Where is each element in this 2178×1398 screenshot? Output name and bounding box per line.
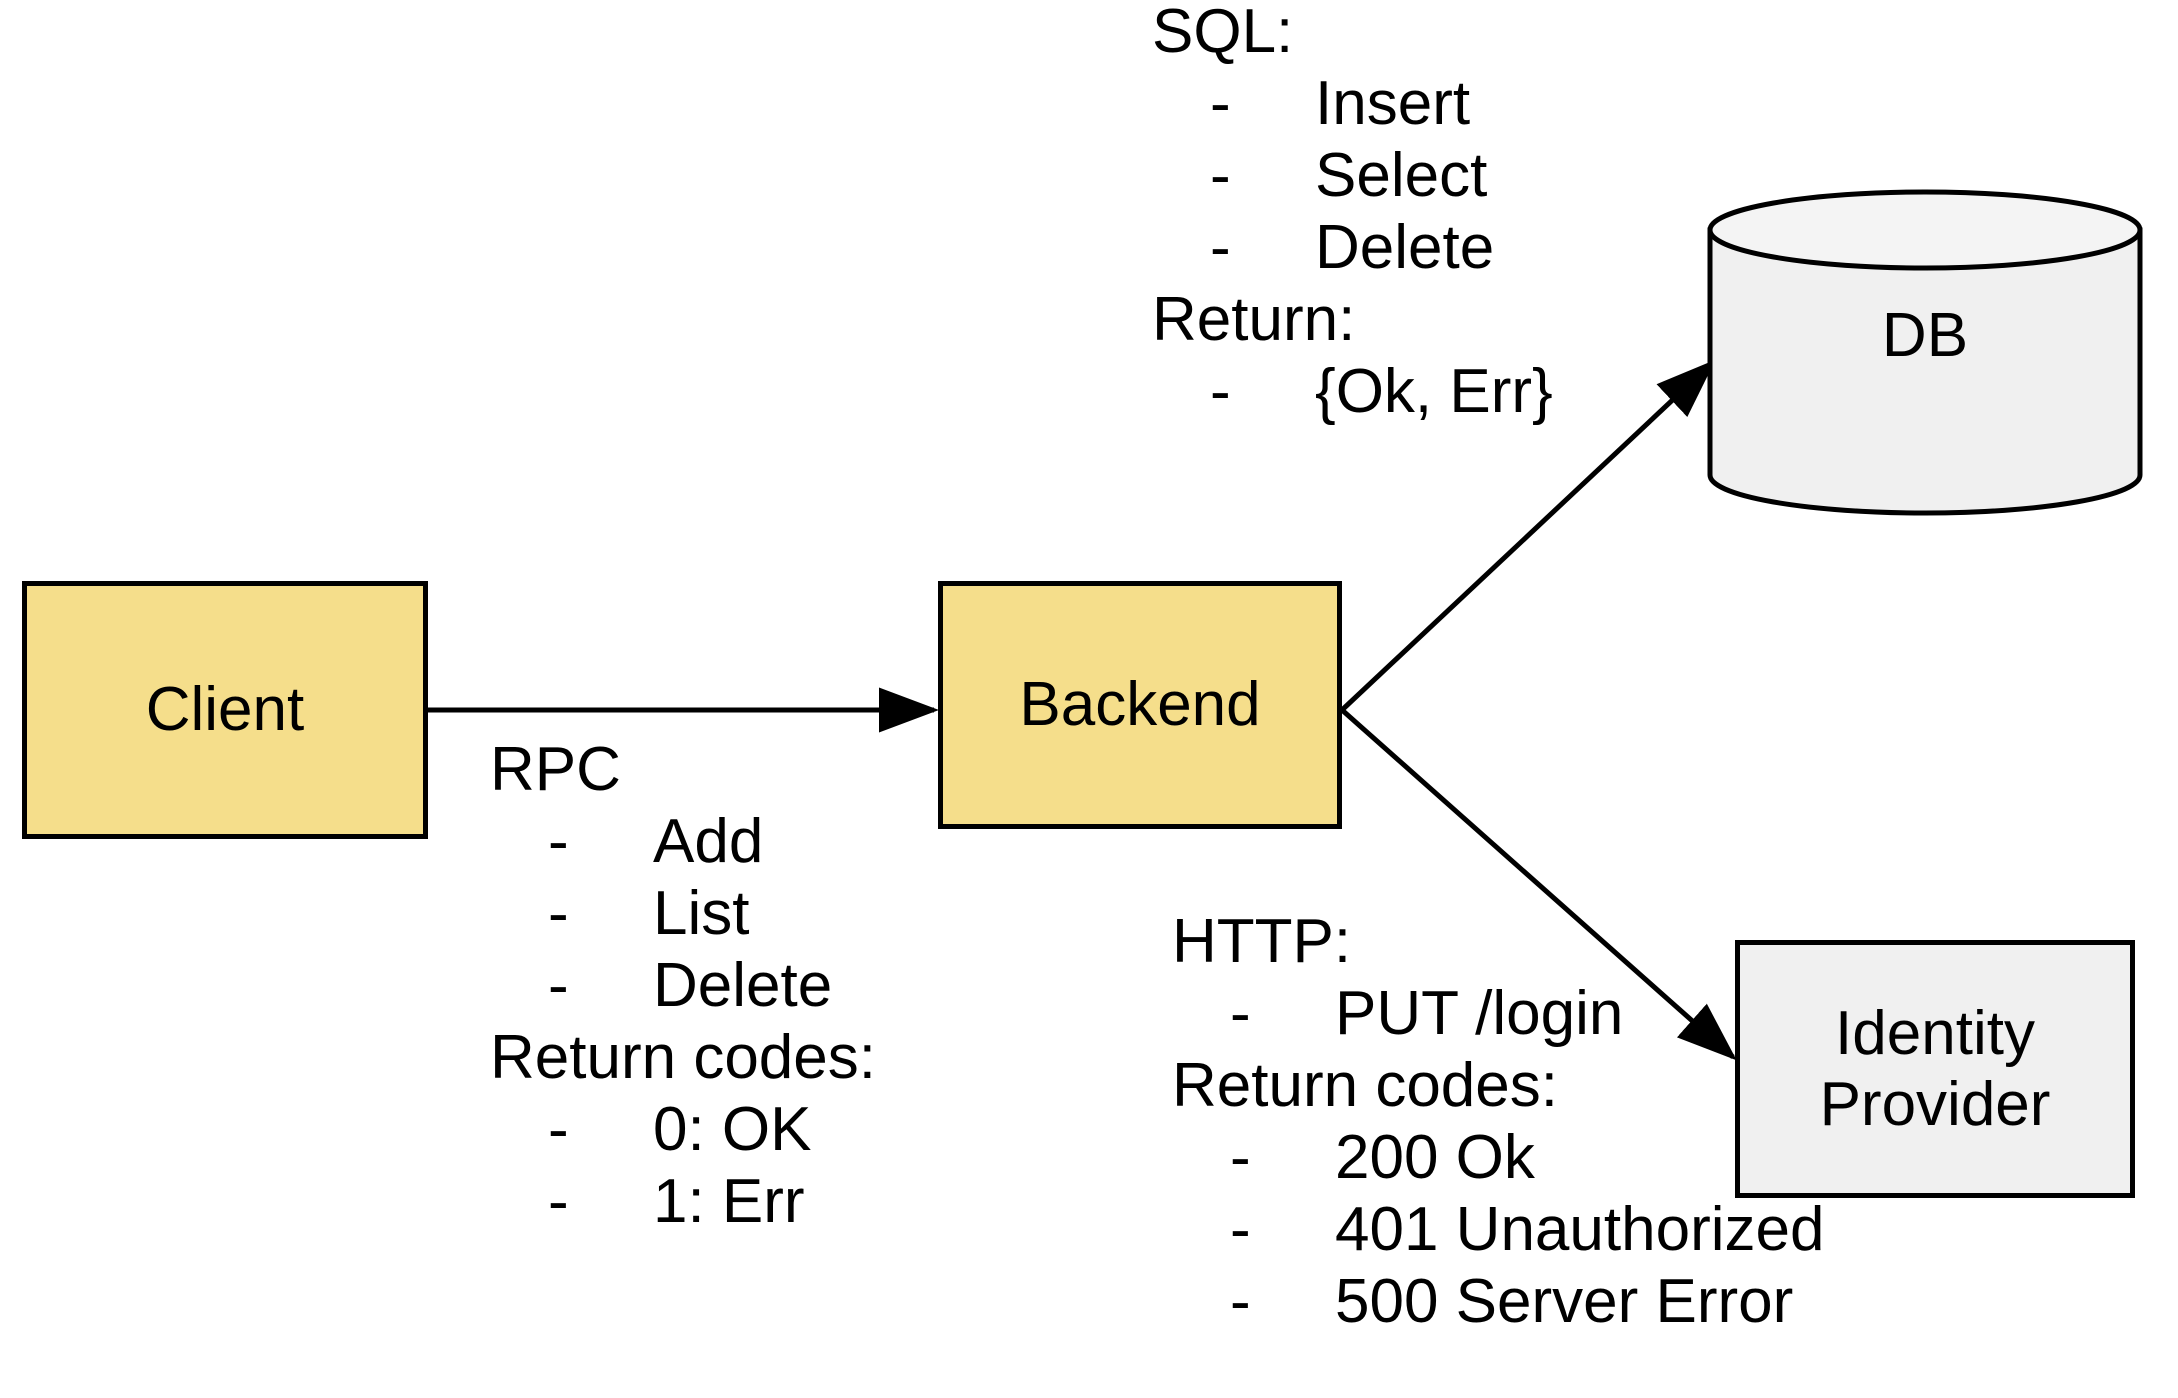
bullet-dash: -: [1230, 979, 1251, 1048]
sql-operation-item: - Select: [1152, 140, 1553, 212]
rpc-return-item: - 1: Err: [490, 1166, 876, 1238]
bullet-dash: -: [548, 807, 569, 876]
rpc-operation-label: Delete: [653, 951, 833, 1020]
sql-operation-item: - Delete: [1152, 212, 1553, 284]
http-operation-label: PUT /login: [1335, 979, 1624, 1048]
bullet-dash: -: [1210, 141, 1231, 210]
sql-operation-label: Insert: [1315, 69, 1471, 138]
sql-operation-label: Select: [1315, 141, 1488, 210]
rpc-operation-item: - Delete: [490, 950, 876, 1022]
rpc-return-label: 0: OK: [653, 1095, 812, 1164]
node-db[interactable]: [1700, 185, 2150, 530]
annotation-rpc: RPC - Add - List - Delete Return codes: - 0:…: [490, 734, 876, 1238]
rpc-operation-label: List: [653, 879, 750, 948]
bullet-dash: -: [1210, 69, 1231, 138]
node-db-label: DB: [1881, 301, 1969, 370]
http-return-label: 500 Server Error: [1335, 1267, 1794, 1336]
http-return-item: - 401 Unauthorized: [1172, 1194, 1824, 1266]
http-return-item: - 500 Server Error: [1172, 1266, 1824, 1338]
db-cylinder-body: [1707, 227, 2143, 516]
node-client[interactable]: Client: [22, 581, 428, 839]
node-identity-provider-label-line1: Identity: [1835, 998, 2035, 1068]
http-return-label: 401 Unauthorized: [1335, 1195, 1825, 1264]
rpc-operation-item: - Add: [490, 806, 876, 878]
bullet-dash: -: [548, 1167, 569, 1236]
bullet-dash: -: [1230, 1123, 1251, 1192]
annotation-http: HTTP: -PUT /login Return codes: -200 Ok …: [1172, 906, 1824, 1338]
rpc-operation-label: Add: [653, 807, 764, 876]
sql-return-heading: Return:: [1152, 285, 1356, 354]
rpc-protocol-heading: RPC: [490, 735, 621, 804]
node-backend[interactable]: Backend: [938, 581, 1342, 829]
rpc-return-heading: Return codes:: [490, 1023, 876, 1092]
http-return-heading: Return codes:: [1172, 1051, 1558, 1120]
rpc-return-label: 1: Err: [653, 1167, 805, 1236]
node-identity-provider-label-line2: Provider: [1819, 1070, 2051, 1139]
node-identity-provider[interactable]: Identity Provider: [1735, 940, 2135, 1198]
db-cylinder-top: [1707, 189, 2143, 271]
rpc-operation-item: - List: [490, 878, 876, 950]
sql-return-item: - {Ok, Err}: [1152, 356, 1553, 428]
sql-protocol-heading: SQL:: [1152, 0, 1294, 66]
sql-return-label: {Ok, Err}: [1315, 357, 1553, 426]
bullet-dash: -: [1210, 213, 1231, 282]
annotation-sql: SQL: - Insert - Select - Delete Return: - {O…: [1152, 0, 1553, 428]
rpc-return-item: - 0: OK: [490, 1094, 876, 1166]
sql-operation-label: Delete: [1315, 213, 1495, 282]
bullet-dash: -: [1230, 1267, 1251, 1336]
http-return-label: 200 Ok: [1335, 1123, 1535, 1192]
bullet-dash: -: [548, 1095, 569, 1164]
bullet-dash: -: [548, 951, 569, 1020]
node-client-label: Client: [145, 675, 305, 745]
sql-operation-item: - Insert: [1152, 68, 1553, 140]
bullet-dash: -: [1230, 1195, 1251, 1264]
bullet-dash: -: [1210, 357, 1231, 426]
http-return-item: - 200 Ok: [1172, 1122, 1824, 1194]
node-backend-label: Backend: [1019, 670, 1261, 740]
bullet-dash: -: [548, 879, 569, 948]
node-identity-provider-label: Identity Provider: [1820, 998, 2051, 1141]
http-protocol-heading: HTTP:: [1172, 907, 1352, 976]
http-operation-item: - PUT /login: [1172, 978, 1824, 1050]
